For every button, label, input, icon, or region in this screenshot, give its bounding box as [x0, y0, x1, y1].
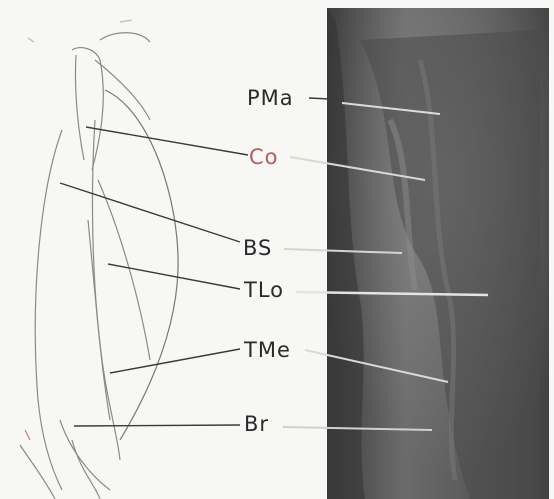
mri-image: [327, 8, 549, 499]
label-bs: BS: [243, 238, 272, 259]
label-br: Br: [244, 414, 269, 435]
label-co: Co: [249, 147, 279, 168]
label-tme: TMe: [244, 340, 291, 361]
leader-bs-left: [60, 183, 240, 242]
label-pma: PMa: [247, 88, 294, 109]
leader-tlo-left: [108, 264, 240, 289]
leader-pma-left: [309, 98, 330, 99]
sketch-drawing: [20, 20, 178, 499]
leader-br-left: [74, 425, 240, 426]
leader-co-left: [86, 127, 248, 155]
label-tlo: TLo: [244, 280, 284, 301]
leader-tme-left: [110, 349, 240, 373]
